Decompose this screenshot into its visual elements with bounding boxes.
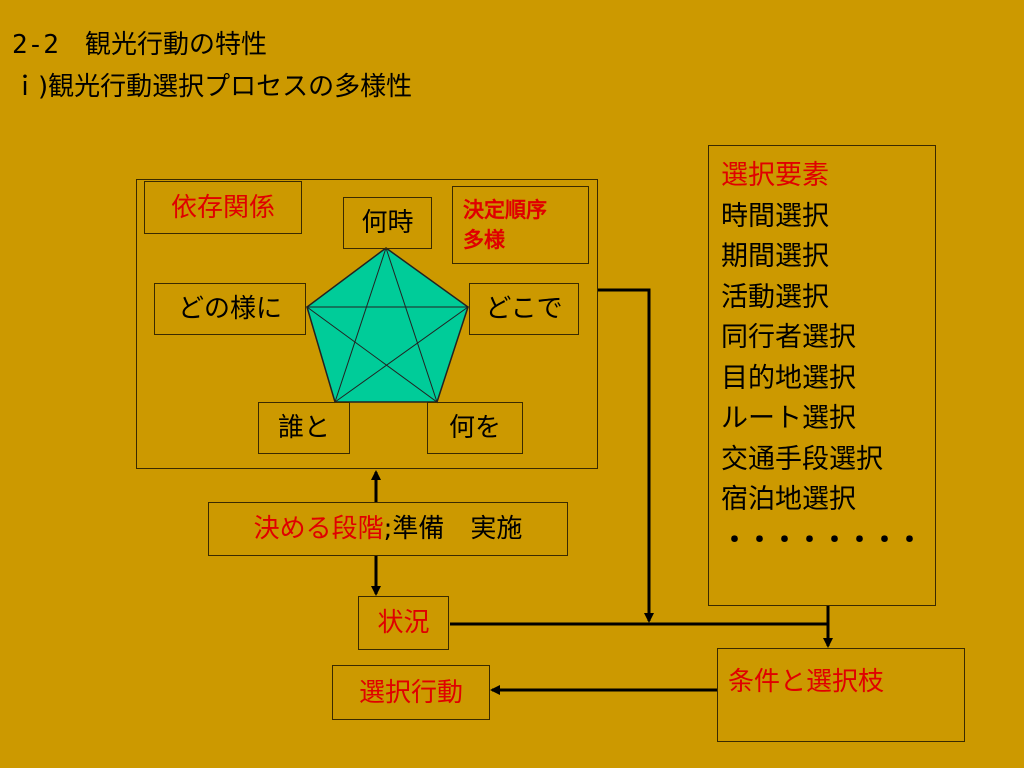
list-item: 同行者選択 <box>721 322 856 353</box>
arrow-box-to-conditions <box>598 288 654 623</box>
pentagon-star <box>305 247 470 404</box>
slide-subtitle: ｉ)観光行動選択プロセスの多様性 <box>12 72 413 102</box>
conditions-label: 条件と選択枝 <box>728 667 885 697</box>
list-item: ・・・・・・・・ <box>721 524 923 556</box>
list-item: 時間選択 <box>721 200 829 232</box>
list-item: 交通手段選択 <box>721 443 883 475</box>
list-item: ルート選択 <box>721 403 856 434</box>
situation-label: 状況 <box>358 596 449 650</box>
decision-elements-frame <box>136 179 598 469</box>
slide-title: 2-2 観光行動の特性 <box>12 30 267 60</box>
list-item: 活動選択 <box>721 281 829 313</box>
decision-stage-rest: ;準備 実施 <box>383 514 523 544</box>
decision-order-line2: 多様 <box>463 228 505 252</box>
list-item: 宿泊地選択 <box>721 484 856 515</box>
decision-order-label: 決定順序 多様 <box>452 186 589 264</box>
decision-stage-red: 決める段階 <box>253 514 384 544</box>
decision-order-line1: 決定順序 <box>463 198 547 222</box>
selection-action-label: 選択行動 <box>332 665 490 720</box>
conditions-box: 条件と選択枝 <box>717 648 965 742</box>
arrow-situation-to-conditions <box>450 622 833 648</box>
node-how: どの様に <box>154 283 306 335</box>
node-where: どこで <box>469 283 579 335</box>
selection-elements-heading: 選択要素 <box>721 160 829 191</box>
node-what: 何を <box>427 402 523 454</box>
decision-stage-label: 決める段階;準備 実施 <box>208 502 568 556</box>
selection-elements-list: 選択要素 時間選択 期間選択 活動選択 同行者選択 目的地選択 ルート選択 交通… <box>708 145 936 606</box>
list-item: 目的地選択 <box>721 362 856 394</box>
list-item: 期間選択 <box>721 241 829 272</box>
node-when: 何時 <box>343 197 432 249</box>
dependency-label: 依存関係 <box>144 181 302 234</box>
node-who: 誰と <box>258 402 350 454</box>
